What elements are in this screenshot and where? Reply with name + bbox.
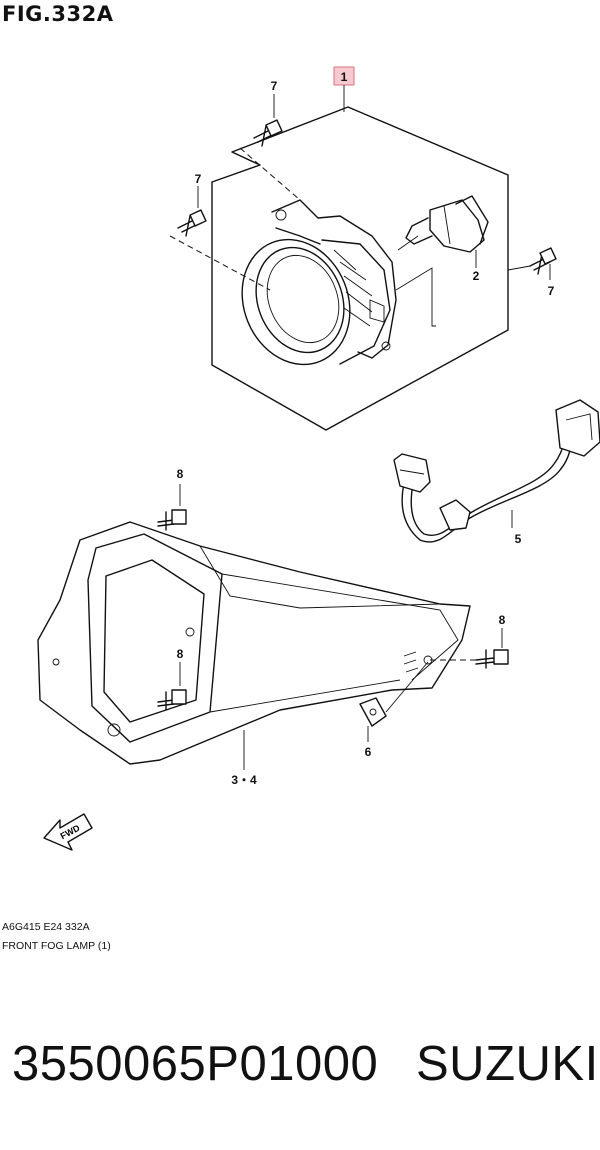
screw-7-right: 7 bbox=[507, 247, 557, 298]
fog-lamp-bracket: 3・4 bbox=[37, 521, 471, 787]
callout-1[interactable]: 1 bbox=[333, 66, 355, 112]
bolt-8-right: 8 bbox=[430, 613, 509, 669]
figure-caption: FRONT FOG LAMP (1) bbox=[2, 940, 111, 952]
wiring-harness: 5 bbox=[393, 399, 600, 546]
callout-7-top-label[interactable]: 7 bbox=[271, 79, 278, 93]
callout-8-middle-label[interactable]: 8 bbox=[177, 647, 184, 661]
callout-6-label[interactable]: 6 bbox=[365, 745, 372, 759]
fog-lamp-unit bbox=[169, 147, 397, 366]
screw-7-top: 7 bbox=[253, 79, 283, 147]
callout-7-left-label[interactable]: 7 bbox=[195, 172, 202, 186]
callout-7-right-label[interactable]: 7 bbox=[548, 284, 555, 298]
bolt-8-middle: 8 bbox=[157, 647, 187, 711]
fog-lamp-assembly-outline bbox=[211, 106, 509, 431]
brand-name: SUZUKI bbox=[416, 1037, 599, 1091]
reference-code: A6G415 E24 332A bbox=[2, 921, 90, 933]
figure-title: FIG.332A bbox=[2, 2, 114, 26]
part-number: 3550065P01000 bbox=[12, 1037, 379, 1091]
fog-bulb: 2 bbox=[395, 195, 489, 327]
callout-3-4-label[interactable]: 3・4 bbox=[231, 773, 257, 787]
screw-7-left: 7 bbox=[177, 172, 207, 237]
parts-diagram: 1 2 7 bbox=[37, 66, 600, 851]
callout-2-label[interactable]: 2 bbox=[473, 269, 480, 283]
fwd-direction-arrow: FWD bbox=[43, 813, 93, 851]
callout-8-right-label[interactable]: 8 bbox=[499, 613, 506, 627]
bolt-8-upper: 8 bbox=[157, 467, 187, 531]
callout-5-label[interactable]: 5 bbox=[515, 532, 522, 546]
callout-1-label: 1 bbox=[341, 70, 348, 84]
callout-8-upper-label[interactable]: 8 bbox=[177, 467, 184, 481]
clip-nut-6: 6 bbox=[359, 661, 429, 759]
